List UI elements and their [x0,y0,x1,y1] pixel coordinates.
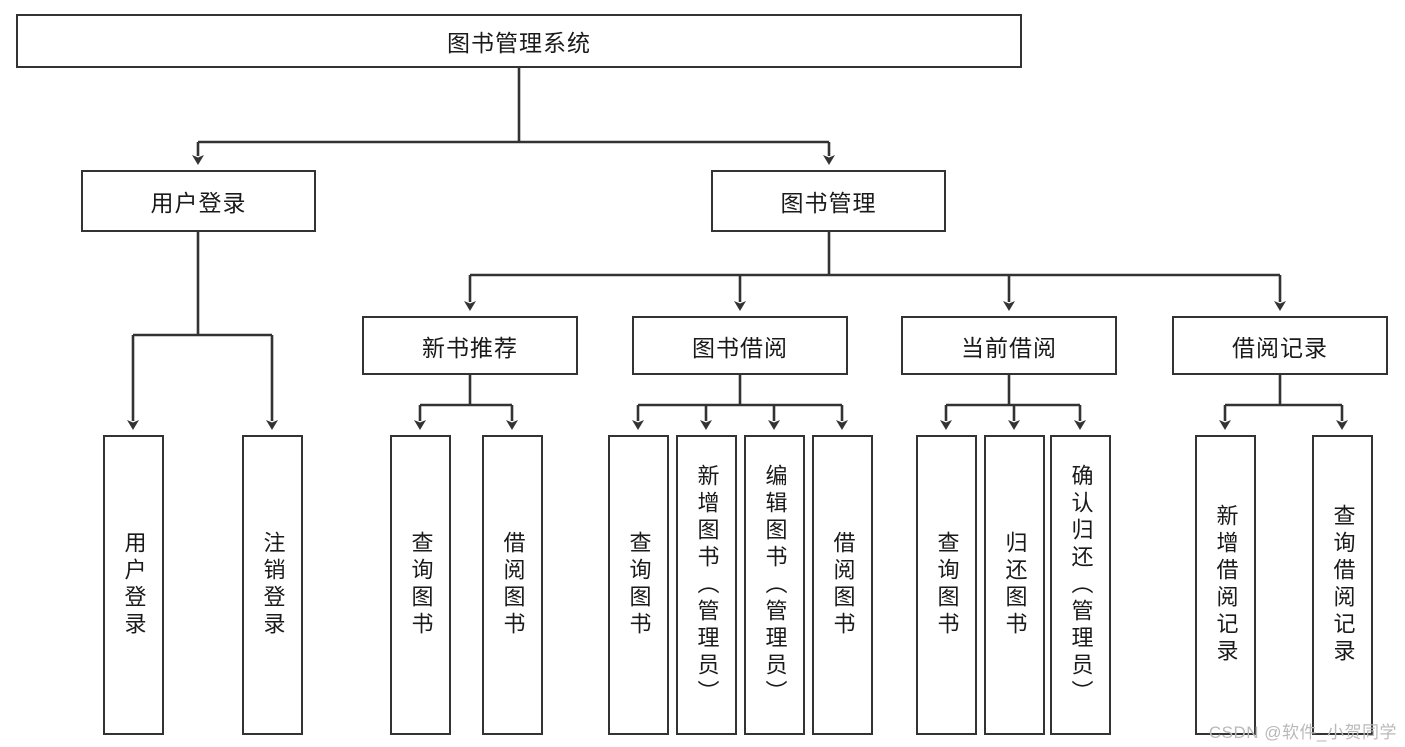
node-leaf-query-book-1-label: 查询图书 [408,531,434,639]
node-book-manage-label: 图书管理 [780,190,877,216]
node-new-book-recommend[interactable]: 新书推荐 [362,316,578,375]
node-root[interactable]: 图书管理系统 [16,14,1022,68]
node-leaf-add-book[interactable]: 新增图书（管理员） [676,435,737,735]
node-leaf-borrow-book-2[interactable]: 借阅图书 [812,435,873,735]
node-leaf-borrow-book-2-label: 借阅图书 [830,531,856,639]
node-leaf-logout-label: 注销登录 [260,531,286,639]
node-leaf-return-book-label: 归还图书 [1002,531,1028,639]
node-root-label: 图书管理系统 [447,30,591,56]
node-leaf-query-book-3-label: 查询图书 [934,531,960,639]
node-user-login[interactable]: 用户登录 [81,170,316,232]
node-leaf-add-book-label: 新增图书（管理员） [694,463,720,707]
node-leaf-add-record[interactable]: 新增借阅记录 [1195,435,1256,735]
node-borrow-record-label: 借阅记录 [1232,334,1328,361]
node-leaf-query-book-2-label: 查询图书 [626,531,652,639]
node-leaf-return-book[interactable]: 归还图书 [984,435,1045,735]
node-leaf-confirm-return-label: 确认归还（管理员） [1068,463,1094,707]
node-leaf-add-record-label: 新增借阅记录 [1213,504,1239,666]
node-borrow-record[interactable]: 借阅记录 [1172,316,1388,375]
node-leaf-user-login-label: 用户登录 [121,531,147,639]
node-leaf-borrow-book-1-label: 借阅图书 [500,531,526,639]
node-leaf-query-record-label: 查询借阅记录 [1330,504,1356,666]
node-new-book-recommend-label: 新书推荐 [422,334,518,361]
node-leaf-query-book-1[interactable]: 查询图书 [390,435,451,735]
node-leaf-user-login[interactable]: 用户登录 [103,435,164,735]
node-leaf-logout[interactable]: 注销登录 [242,435,303,735]
node-leaf-query-book-2[interactable]: 查询图书 [608,435,669,735]
node-current-borrow[interactable]: 当前借阅 [901,316,1117,375]
node-book-manage[interactable]: 图书管理 [711,170,946,232]
node-leaf-edit-book-label: 编辑图书（管理员） [762,463,788,707]
csdn-watermark: CSDN @软件_小贺同学 [1208,723,1397,742]
node-leaf-borrow-book-1[interactable]: 借阅图书 [482,435,543,735]
node-leaf-query-record[interactable]: 查询借阅记录 [1312,435,1373,735]
node-leaf-confirm-return[interactable]: 确认归还（管理员） [1050,435,1111,735]
node-leaf-query-book-3[interactable]: 查询图书 [916,435,977,735]
node-leaf-edit-book[interactable]: 编辑图书（管理员） [744,435,805,735]
node-book-borrow[interactable]: 图书借阅 [632,316,848,375]
node-user-login-label: 用户登录 [150,190,247,216]
node-book-borrow-label: 图书借阅 [692,334,788,361]
node-current-borrow-label: 当前借阅 [961,334,1057,361]
